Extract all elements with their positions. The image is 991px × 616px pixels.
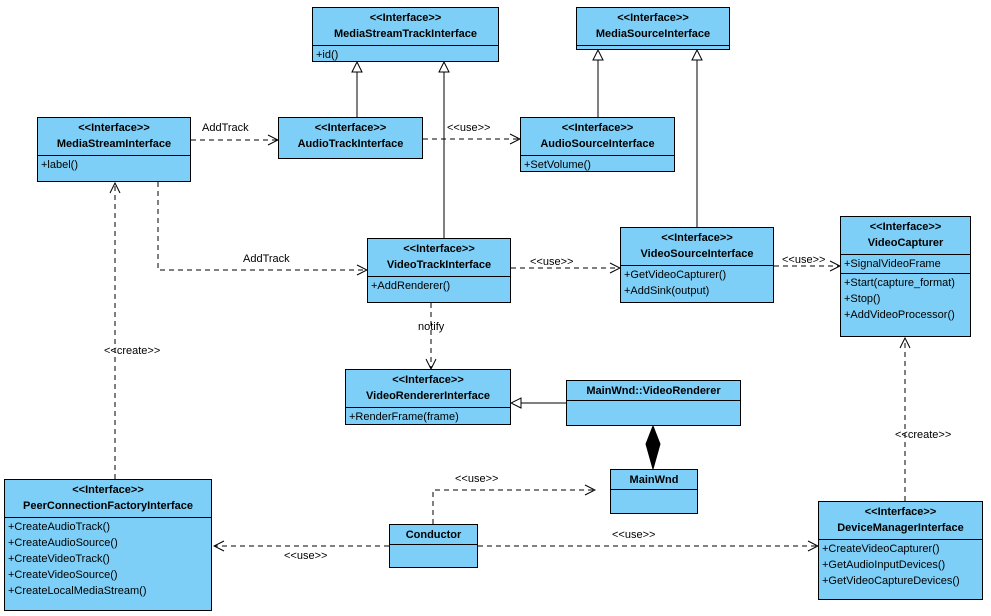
class-name: VideoTrackInterface bbox=[386, 259, 492, 271]
stereotype-label: <<Interface>> bbox=[78, 122, 150, 134]
operation: +AddVideoProcessor() bbox=[844, 309, 955, 321]
media-stream-interface-class: <<Interface>> MediaStreamInterface +labe… bbox=[37, 117, 191, 182]
stereotype-label: <<Interface>> bbox=[369, 12, 442, 24]
video-track-interface-class: <<Interface>> VideoTrackInterface +AddRe… bbox=[367, 238, 511, 303]
class-name: AudioSourceInterface bbox=[540, 138, 655, 150]
stereotype-label: <<Interface>> bbox=[314, 122, 387, 134]
media-stream-track-interface-class: <<Interface>> MediaStreamTrackInterface … bbox=[312, 7, 499, 62]
operation: +AddSink(output) bbox=[624, 285, 710, 297]
operation: +label() bbox=[41, 159, 78, 171]
class-name: MediaStreamTrackInterface bbox=[333, 28, 478, 40]
class-name: PeerConnectionFactoryInterface bbox=[23, 500, 193, 512]
attribute: +SignalVideoFrame bbox=[844, 258, 941, 270]
video-source-interface-class: <<Interface>> VideoSourceInterface +GetV… bbox=[620, 227, 774, 303]
audio-track-interface-class: <<Interface>> AudioTrackInterface bbox=[278, 117, 423, 159]
device-manager-interface-class: <<Interface>> DeviceManagerInterface +Cr… bbox=[818, 501, 983, 600]
stereotype-label: <<Interface>> bbox=[617, 12, 689, 24]
use-mainwnd-line bbox=[432, 490, 595, 524]
class-name: MainWnd::VideoRenderer bbox=[586, 385, 721, 397]
use-pcf-label: <<use>> bbox=[284, 550, 328, 562]
operation: +GetVideoCapturer() bbox=[624, 269, 727, 281]
notify-label: notify bbox=[418, 321, 445, 333]
peer-connection-factory-interface-class: <<Interface>> PeerConnectionFactoryInter… bbox=[4, 479, 212, 611]
operation: +SetVolume() bbox=[524, 159, 591, 171]
compartment-divider bbox=[841, 273, 970, 274]
operation: +CreateVideoTrack() bbox=[8, 553, 110, 565]
stereotype-label: <<Interface>> bbox=[561, 122, 634, 134]
stereotype-label: <<Interface>> bbox=[869, 221, 942, 233]
operation: +AddRenderer() bbox=[371, 280, 451, 292]
video-capturer-class: <<Interface>> VideoCapturer +SignalVideo… bbox=[840, 216, 971, 337]
class-name: MainWnd bbox=[629, 474, 679, 486]
operation: +GetVideoCaptureDevices() bbox=[822, 575, 960, 587]
use-mainwnd-label: <<use>> bbox=[455, 473, 499, 485]
mainwnd-class: MainWnd bbox=[610, 469, 698, 514]
operation: +Start(capture_format) bbox=[844, 277, 955, 289]
class-name: DeviceManagerInterface bbox=[837, 522, 964, 534]
operation: +id() bbox=[316, 49, 339, 61]
operation: +CreateAudioTrack() bbox=[8, 521, 110, 533]
class-name: VideoCapturer bbox=[867, 237, 944, 249]
operation: +CreateAudioSource() bbox=[8, 537, 118, 549]
use-audio-source-label: <<use>> bbox=[447, 122, 491, 134]
operation: +GetAudioInputDevices() bbox=[822, 559, 946, 571]
operation: +CreateVideoCapturer() bbox=[822, 543, 940, 555]
mainwnd-video-renderer-class: MainWnd::VideoRenderer bbox=[566, 380, 741, 426]
media-source-interface-class: <<Interface>> MediaSourceInterface bbox=[576, 7, 730, 50]
stereotype-label: <<Interface>> bbox=[864, 506, 937, 518]
class-name: VideoRendererInterface bbox=[366, 390, 490, 402]
use-video-capturer-label: <<use>> bbox=[782, 254, 826, 266]
conductor-class: Conductor bbox=[389, 524, 478, 568]
addtrack-audio-label: AddTrack bbox=[202, 122, 249, 134]
operation: +CreateVideoSource() bbox=[8, 569, 118, 581]
create-capturer-label: <<create>> bbox=[895, 429, 952, 441]
composition-diamond-icon bbox=[645, 424, 661, 471]
operation: +CreateLocalMediaStream() bbox=[8, 585, 147, 597]
stereotype-label: <<Interface>> bbox=[72, 484, 144, 496]
use-video-source-label: <<use>> bbox=[530, 256, 574, 268]
stereotype-label: <<Interface>> bbox=[403, 243, 475, 255]
class-name: MediaSourceInterface bbox=[595, 28, 711, 40]
class-name: MediaStreamInterface bbox=[56, 138, 172, 150]
class-name: VideoSourceInterface bbox=[640, 248, 754, 260]
operation: +RenderFrame(frame) bbox=[349, 411, 459, 423]
operation: +Stop() bbox=[844, 293, 881, 305]
create-pcf-label: <<create>> bbox=[104, 345, 161, 357]
stereotype-label: <<Interface>> bbox=[392, 374, 464, 386]
audio-source-interface-class: <<Interface>> AudioSourceInterface +SetV… bbox=[520, 117, 675, 172]
class-name: AudioTrackInterface bbox=[297, 138, 404, 150]
stereotype-label: <<Interface>> bbox=[661, 232, 733, 244]
use-device-manager-label: <<use>> bbox=[612, 529, 656, 541]
addtrack-video-label: AddTrack bbox=[243, 253, 290, 265]
class-name: Conductor bbox=[405, 529, 462, 541]
addtrack-video-line bbox=[157, 182, 367, 270]
video-renderer-interface-class: <<Interface>> VideoRendererInterface +Re… bbox=[345, 369, 511, 425]
